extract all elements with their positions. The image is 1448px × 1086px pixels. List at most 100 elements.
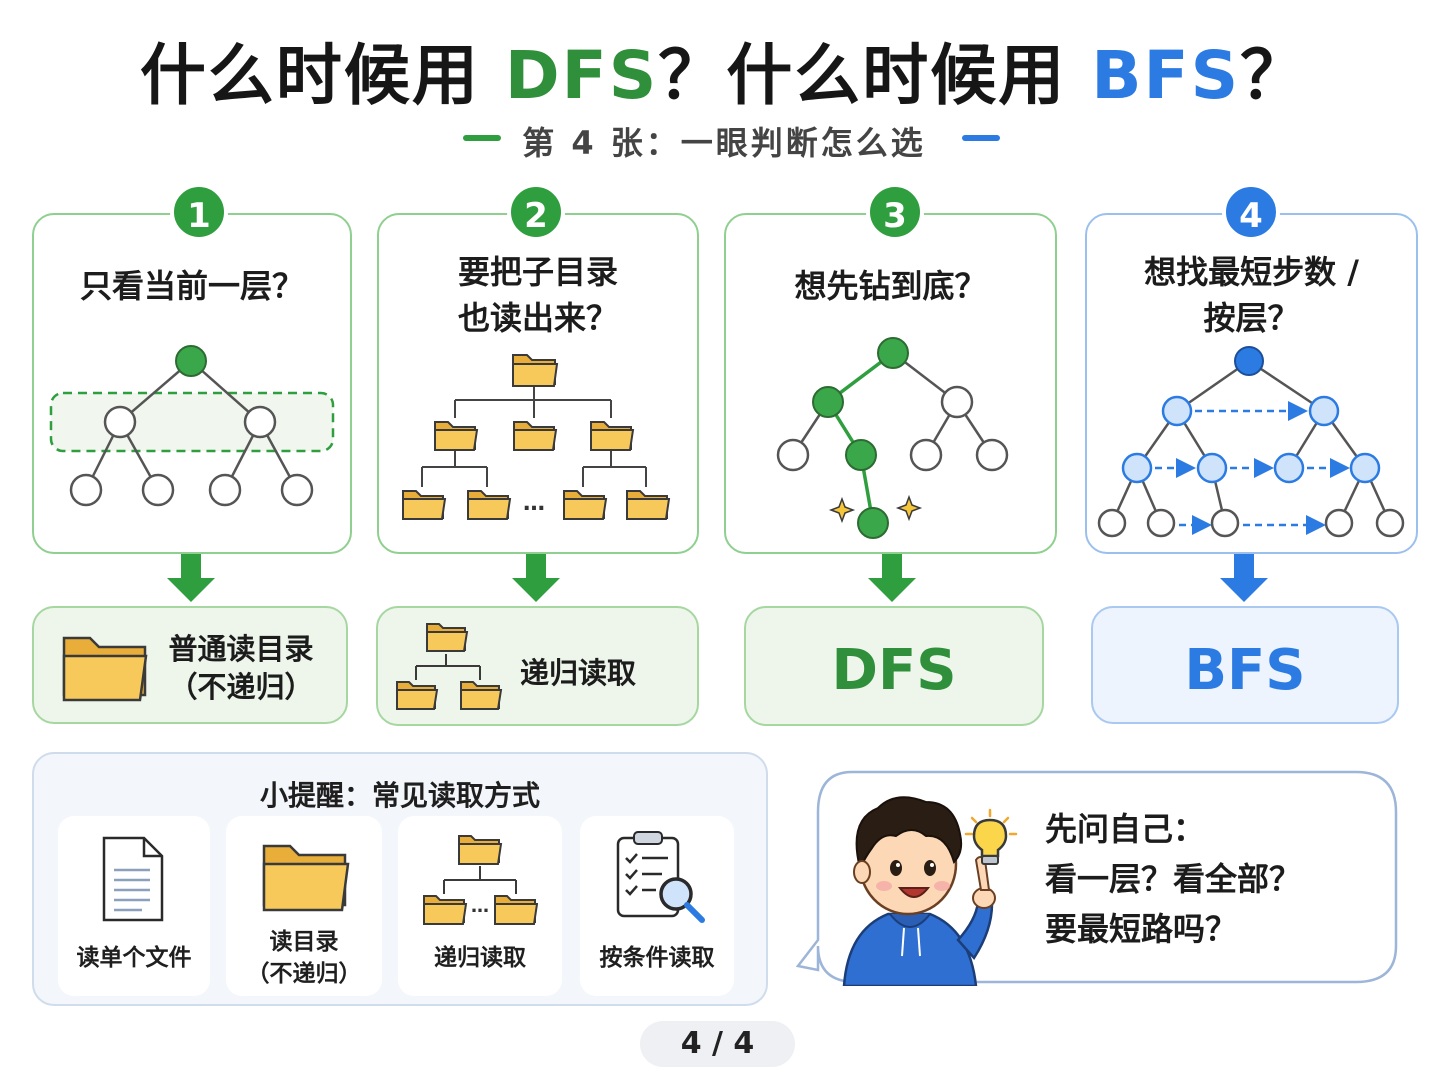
tip-read-directory: 读目录 （不递归） — [226, 816, 382, 996]
result-dfs: DFS — [744, 606, 1044, 726]
title-text-3: ？ — [1240, 37, 1309, 114]
clipboard-search-icon — [616, 831, 705, 923]
bubble-text: 先问自己： 看一层？看全部？ 要最短路吗？ — [1045, 804, 1301, 954]
leaf-node — [1097, 508, 1127, 538]
lightbulb-icon — [964, 808, 1018, 865]
page-title: 什么时候用 DFS？什么时候用 BFS？ — [0, 22, 1448, 118]
path-node — [877, 337, 909, 369]
card-question: 只看当前一层？ — [34, 263, 350, 309]
tip-line: （不递归） — [246, 961, 362, 987]
title-text-1: 什么时候用 — [139, 37, 505, 114]
document-icon — [102, 836, 164, 922]
leaf-node — [975, 438, 1009, 472]
page-indicator: 4 / 4 — [640, 1021, 795, 1067]
down-arrow-icon — [167, 554, 215, 602]
leaf-node — [280, 473, 314, 507]
bfs-tree-diagram — [1097, 346, 1405, 538]
tree-node — [940, 385, 974, 419]
folder-icon — [626, 490, 671, 520]
folder-icon — [467, 490, 512, 520]
folder-icon — [402, 490, 447, 520]
folder-tree-icon: … — [423, 835, 538, 925]
step-badge-3: 3 — [866, 183, 924, 241]
step-badge-2: 2 — [507, 183, 565, 241]
level-node — [1196, 452, 1228, 484]
level-node — [103, 405, 137, 439]
subtitle-left-dash — [463, 135, 501, 141]
deepest-node — [857, 507, 889, 539]
result-bfs-label: BFS — [1184, 638, 1306, 703]
title-bfs: BFS — [1091, 37, 1241, 114]
tip-line: 读目录 — [269, 929, 339, 955]
down-arrow-icon — [512, 554, 560, 602]
tip-label: 读单个文件 — [76, 945, 192, 971]
leaf-node — [69, 473, 103, 507]
tip-read-single-file: 读单个文件 — [58, 816, 210, 996]
bubble-line: 要最短路吗？ — [1045, 910, 1238, 948]
question-line: 想先钻到底？ — [794, 267, 987, 305]
title-text-2: ？什么时候用 — [658, 37, 1092, 114]
question-line: 按层？ — [1203, 299, 1300, 337]
result-label: 普通读目录 （不递归） — [166, 630, 316, 706]
ellipsis-text: … — [523, 491, 545, 516]
level-highlight-box — [49, 391, 335, 453]
tree-diagram-current-level — [49, 345, 335, 507]
result-line: （不递归） — [168, 670, 314, 704]
folder-icon — [590, 421, 635, 451]
leaf-node — [1146, 508, 1176, 538]
down-arrows — [167, 554, 1268, 602]
tip-recursive-read: … 递归读取 — [398, 816, 562, 996]
folder-icon — [62, 636, 148, 702]
tip-label: 按条件读取 — [599, 945, 715, 971]
sparkle-icon — [828, 496, 856, 524]
card-current-level: 只看当前一层？ — [32, 213, 352, 554]
level-node — [1308, 395, 1340, 427]
card-shortest-path: 想找最短步数 / 按层？ — [1085, 213, 1418, 554]
tips-title: 小提醒：常见读取方式 — [259, 779, 540, 812]
folder-icon — [513, 421, 558, 451]
down-arrow-icon — [1220, 554, 1268, 602]
leaf-node — [1210, 508, 1240, 538]
folder-tree-diagram: … — [402, 354, 671, 520]
title-dfs: DFS — [504, 37, 659, 114]
question-line: 想找最短步数 / — [1144, 253, 1359, 291]
leaf-node — [208, 473, 242, 507]
result-dfs-label: DFS — [831, 638, 957, 703]
level-node — [1121, 452, 1153, 484]
question-line: 只看当前一层？ — [79, 267, 304, 305]
question-line: 也读出来？ — [457, 299, 618, 337]
sparkle-icon — [895, 494, 923, 522]
boy-avatar — [842, 796, 996, 986]
folder-tree-icon — [396, 623, 503, 710]
tip-conditional-read: 按条件读取 — [580, 816, 734, 996]
leaf-node — [776, 438, 810, 472]
tips-panel: 小提醒：常见读取方式 读单个文件 读目录 （不递归） … — [32, 752, 768, 1006]
dfs-tree-diagram — [776, 337, 1009, 539]
card-question: 想找最短步数 / 按层？ — [1087, 249, 1416, 341]
subtitle: 第 4 张：一眼判断怎么选 — [522, 124, 926, 162]
root-node — [1234, 346, 1264, 376]
card-question: 想先钻到底？ — [726, 263, 1055, 309]
tip-label: 递归读取 — [434, 945, 526, 971]
bubble-line: 看一层？看全部？ — [1045, 860, 1302, 898]
result-recursive-read: 递归读取 — [376, 606, 699, 726]
result-plain-read: 普通读目录 （不递归） — [32, 606, 348, 724]
tip-label: 读目录 （不递归） — [226, 926, 382, 990]
step-badge-1: 1 — [170, 183, 228, 241]
leaf-node — [909, 438, 943, 472]
down-arrow-icon — [868, 554, 916, 602]
result-line: 普通读目录 — [168, 632, 314, 666]
path-node — [845, 439, 877, 471]
level-node — [243, 405, 277, 439]
card-read-subdirs: 要把子目录 也读出来？ … — [377, 213, 699, 554]
path-node — [812, 386, 844, 418]
level-node — [1161, 395, 1193, 427]
folder-icon — [262, 844, 350, 912]
level-node — [1273, 452, 1305, 484]
ellipsis-text: … — [471, 896, 489, 917]
leaf-node — [141, 473, 175, 507]
folder-icon — [434, 421, 479, 451]
card-dig-deep: 想先钻到底？ — [724, 213, 1057, 554]
level-node — [1349, 452, 1381, 484]
folder-icon — [563, 490, 608, 520]
